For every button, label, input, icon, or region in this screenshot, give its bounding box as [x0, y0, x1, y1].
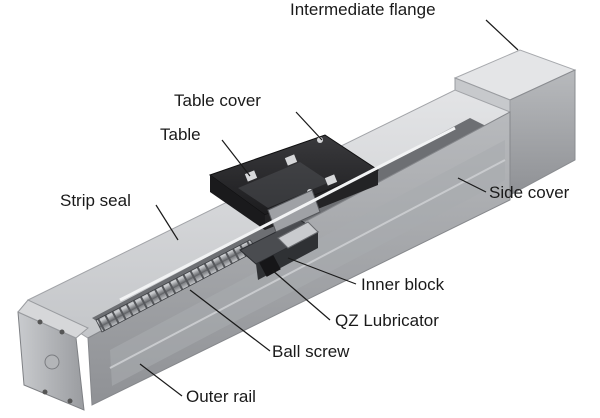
- leader-strip-seal: [155, 204, 179, 241]
- label-side-cover: Side cover: [489, 183, 570, 202]
- label-table-cover: Table cover: [174, 91, 261, 110]
- label-strip-seal: Strip seal: [60, 191, 131, 210]
- label-inner-block: Inner block: [361, 275, 445, 294]
- leader-intermediate-flange: [485, 19, 519, 51]
- leader-outer-rail: [139, 363, 183, 397]
- table-assembly: [208, 134, 380, 233]
- label-ball-screw: Ball screw: [272, 342, 350, 361]
- leader-ball-screw: [189, 289, 271, 352]
- inner-block-shape: [239, 219, 319, 280]
- label-outer-rail: Outer rail: [186, 387, 256, 406]
- label-qz-lubricator: QZ Lubricator: [335, 311, 439, 330]
- leader-table-cover: [295, 111, 323, 141]
- label-table: Table: [160, 125, 201, 144]
- strip-seal-shape: [119, 126, 456, 302]
- leader-qz-lubricator: [271, 269, 331, 321]
- leader-table: [221, 139, 251, 177]
- leader-inner-block: [287, 257, 357, 285]
- label-intermediate-flange: Intermediate flange: [290, 0, 436, 19]
- near-end-cap: [17, 299, 89, 411]
- leader-side-cover: [457, 177, 487, 193]
- leader-lines: [139, 19, 519, 397]
